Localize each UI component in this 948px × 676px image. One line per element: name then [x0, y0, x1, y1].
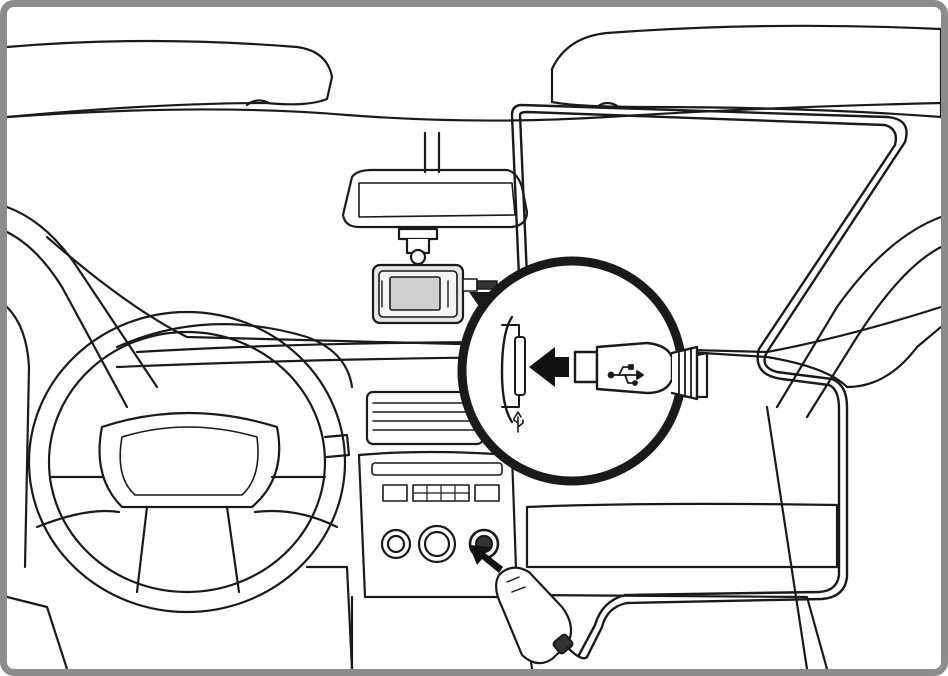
usb-icon — [607, 364, 644, 386]
magnified-inset — [457, 256, 709, 486]
arrow-up-right-icon — [469, 545, 503, 573]
dashboard — [115, 325, 941, 669]
arrow-right-icon — [529, 347, 569, 387]
car-charger — [495, 566, 589, 665]
left-door — [7, 305, 354, 669]
power-cable — [495, 103, 908, 659]
usb-port-icon — [513, 411, 524, 433]
rear-view-mirror — [341, 131, 529, 229]
steering-wheel — [27, 310, 354, 614]
sun-visor-left — [7, 39, 334, 119]
sun-visor-right — [550, 24, 941, 119]
dash-camera — [371, 227, 498, 325]
dashcam-installation-diagram — [7, 24, 941, 669]
